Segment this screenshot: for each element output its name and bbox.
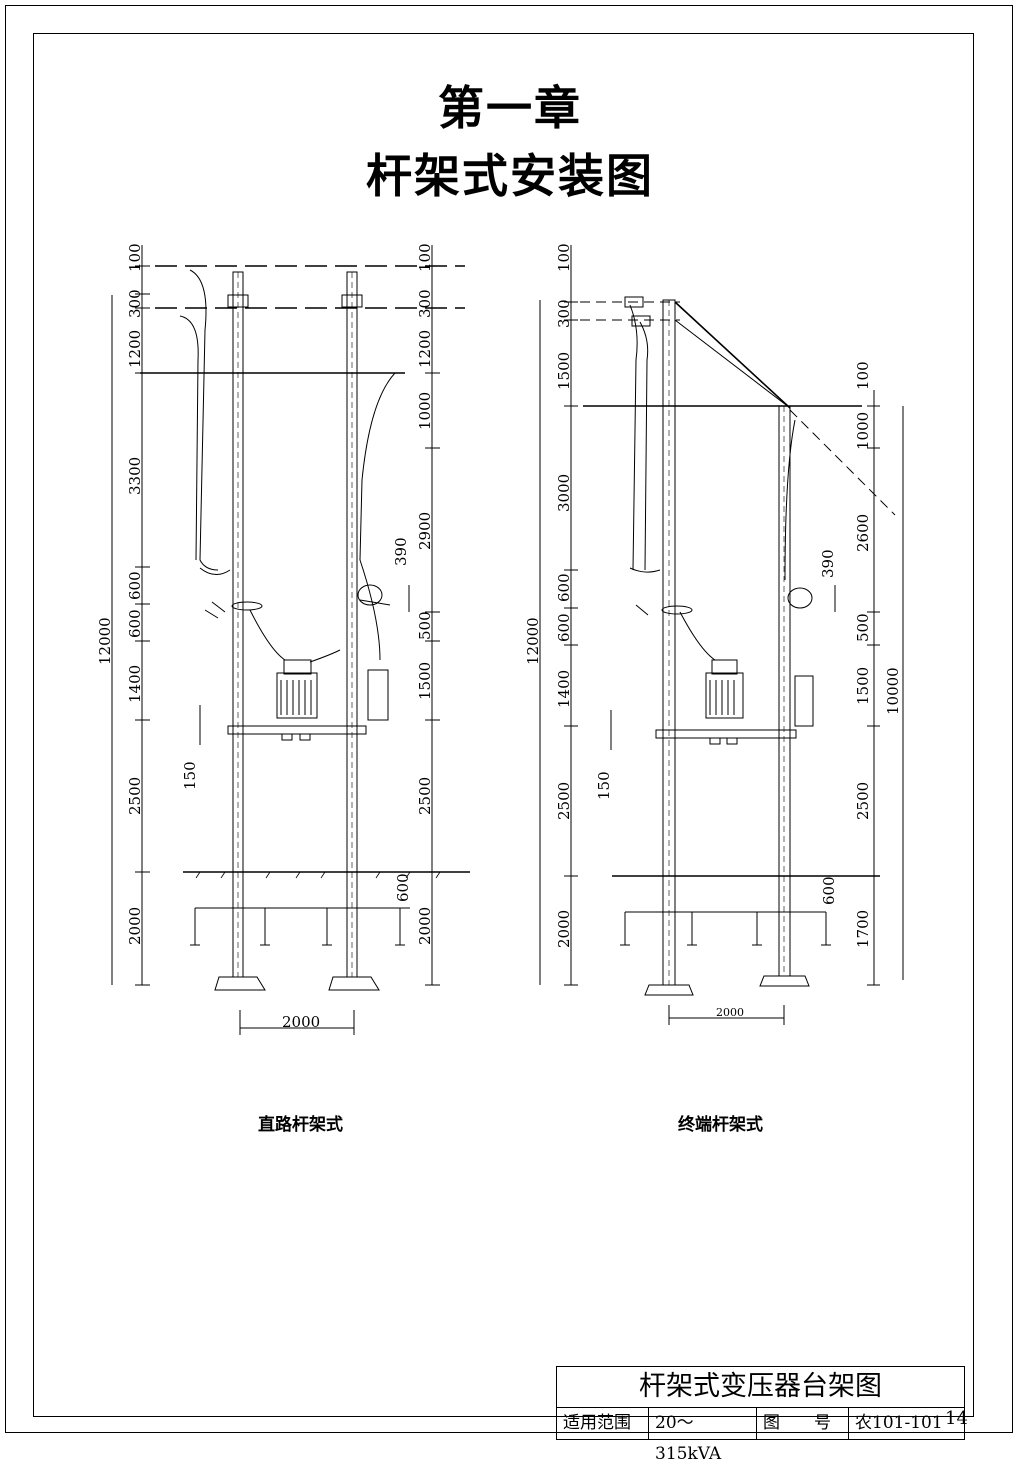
right-dim-12000: 12000 [524, 617, 542, 665]
right-dim-300: 300 [555, 299, 573, 328]
right-dim-1500: 1500 [555, 352, 573, 390]
right-rdim-1000: 1000 [854, 412, 872, 450]
right-rdim-1700: 1700 [854, 910, 872, 948]
title-block-row: 适用范围 20～315kVA 图 号 农101-101 [556, 1407, 965, 1464]
caption-terminal-pole: 终端杆架式 [678, 1115, 763, 1135]
left-rdim-100: 100 [416, 243, 434, 272]
left-rdim-300: 300 [416, 289, 434, 318]
left-rdim-1200: 1200 [416, 330, 434, 368]
left-dim-1200: 1200 [126, 330, 144, 368]
drawing-no-value: 农101-101 [855, 1413, 943, 1433]
installation-drawing: 100 300 1200 3300 600 600 1400 2500 2000… [96, 243, 904, 1035]
right-dim-2500: 2500 [555, 782, 573, 820]
chapter-subtitle: 杆架式安装图 [366, 149, 654, 203]
right-dim-100: 100 [555, 243, 573, 272]
right-dim-600b: 600 [555, 613, 573, 642]
title-block: 杆架式变压器台架图 适用范围 20～315kVA 图 号 农101-101 [556, 1366, 965, 1464]
right-dim-600a: 600 [555, 573, 573, 602]
caption-straight-pole: 直路杆架式 [258, 1115, 343, 1135]
range-value: 20～315kVA [649, 1408, 757, 1464]
right-dim-150: 150 [595, 771, 613, 800]
page-number: 14 [945, 1408, 968, 1429]
left-rdim-390: 390 [392, 537, 410, 566]
right-dim-2000: 2000 [555, 910, 573, 948]
right-rdim-100: 100 [854, 361, 872, 390]
left-dim-12000: 12000 [96, 617, 114, 665]
left-rdim-2000: 2000 [416, 907, 434, 945]
right-dim-1400: 1400 [555, 670, 573, 708]
left-rdim-1000: 1000 [416, 392, 434, 430]
left-rdim-2500: 2500 [416, 777, 434, 815]
right-dim-3000: 3000 [555, 474, 573, 512]
left-rdim-500: 500 [416, 611, 434, 640]
left-dim-2000: 2000 [126, 907, 144, 945]
right-rdim-2500: 2500 [854, 782, 872, 820]
left-dim-100: 100 [126, 243, 144, 272]
left-dim-600a: 600 [126, 571, 144, 600]
drawing-no-label: 图 号 [757, 1408, 849, 1439]
left-dim-2500: 2500 [126, 777, 144, 815]
right-rdim-390: 390 [819, 549, 837, 578]
left-dim-600b: 600 [126, 609, 144, 638]
chapter-title: 第一章 [438, 81, 582, 135]
left-dim-150: 150 [181, 761, 199, 790]
right-rdim-10000: 10000 [884, 667, 902, 715]
left-span-2000: 2000 [282, 1013, 320, 1031]
left-rdim-1500: 1500 [416, 662, 434, 700]
inner-frame [33, 33, 974, 1417]
drawing-title: 杆架式变压器台架图 [556, 1366, 965, 1408]
left-rdim-600: 600 [394, 873, 412, 902]
right-span-2000: 2000 [716, 1006, 744, 1019]
left-dim-1400: 1400 [126, 665, 144, 703]
right-diagram [539, 245, 904, 1025]
left-dim-300: 300 [126, 289, 144, 318]
right-rdim-600: 600 [820, 876, 838, 905]
right-rdim-500: 500 [854, 613, 872, 642]
left-rdim-2900: 2900 [416, 512, 434, 550]
left-dim-3300: 3300 [126, 457, 144, 495]
outer-frame [5, 5, 1013, 1433]
range-label: 适用范围 [557, 1408, 649, 1439]
right-rdim-2600: 2600 [854, 514, 872, 552]
right-rdim-1500: 1500 [854, 667, 872, 705]
left-diagram [111, 245, 470, 1035]
